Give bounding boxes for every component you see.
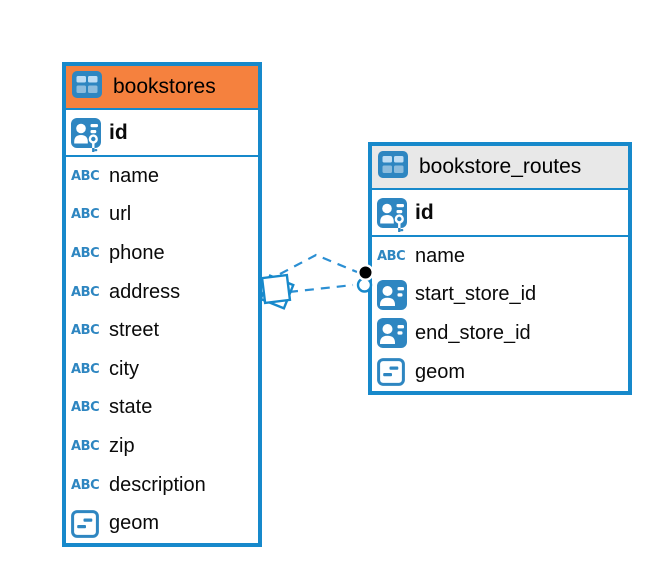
table-header[interactable]: bookstore_routes	[372, 146, 628, 190]
column-row[interactable]: ABC description	[66, 466, 258, 505]
text-icon: ABC	[71, 477, 100, 493]
text-icon: ABC	[71, 478, 109, 493]
primary-key-icon	[377, 197, 407, 232]
column-row[interactable]: start_store_id	[372, 276, 628, 315]
text-icon: ABC	[71, 323, 109, 338]
text-icon: ABC	[71, 284, 100, 300]
reference-icon	[377, 318, 415, 349]
text-icon: ABC	[71, 400, 109, 415]
column-name: end_store_id	[415, 321, 531, 344]
table-title: bookstore_routes	[419, 155, 582, 178]
table-header[interactable]: bookstores	[66, 66, 258, 110]
column-row[interactable]: ABC state	[66, 389, 258, 428]
text-icon: ABC	[71, 362, 109, 377]
geometry-icon	[71, 509, 109, 538]
column-name: address	[109, 280, 181, 303]
column-row[interactable]: ABC zip	[66, 427, 258, 466]
table-icon	[72, 71, 102, 98]
column-row[interactable]: ABC city	[66, 350, 258, 389]
text-icon: ABC	[71, 400, 100, 416]
table-title: bookstores	[113, 75, 216, 98]
column-row[interactable]: geom	[66, 504, 258, 543]
text-icon: ABC	[71, 323, 100, 339]
primary-key-section: id	[66, 110, 258, 157]
columns-section: ABC name ABC url ABC phone ABC address A…	[66, 157, 258, 543]
column-name: name	[415, 244, 466, 267]
column-name: description	[109, 473, 206, 496]
column-name: start_store_id	[415, 283, 537, 306]
geometry-icon	[71, 509, 99, 538]
column-row[interactable]: ABC name	[372, 237, 628, 276]
geometry-icon	[377, 358, 405, 386]
column-row[interactable]: ABC name	[66, 157, 258, 196]
columns-section: ABC name start_store_id end_store_id geo…	[372, 237, 628, 391]
column-row[interactable]: ABC phone	[66, 234, 258, 273]
reference-icon	[377, 318, 407, 349]
column-row[interactable]: id	[66, 110, 258, 155]
text-icon: ABC	[377, 249, 415, 264]
text-icon: ABC	[71, 361, 100, 377]
column-name: phone	[109, 241, 165, 264]
table-icon-slot	[378, 151, 408, 183]
text-icon: ABC	[71, 207, 109, 222]
primary-key-icon	[71, 117, 101, 152]
column-name: city	[109, 357, 139, 380]
column-name: id	[109, 120, 128, 144]
reference-icon	[377, 279, 407, 310]
table-icon-slot	[72, 71, 102, 103]
column-name: street	[109, 319, 160, 342]
column-row[interactable]: ABC address	[66, 273, 258, 312]
text-icon: ABC	[71, 438, 100, 454]
column-row[interactable]: geom	[372, 353, 628, 392]
column-name: name	[109, 164, 160, 187]
text-icon: ABC	[71, 439, 109, 454]
geometry-icon	[377, 358, 415, 386]
column-name: geom	[109, 512, 160, 535]
column-name: url	[109, 203, 132, 226]
text-icon: ABC	[71, 207, 100, 223]
diamond-marker	[260, 273, 292, 305]
relationship-line[interactable]	[288, 283, 354, 294]
column-name: state	[109, 396, 153, 419]
column-row[interactable]: end_store_id	[372, 314, 628, 353]
primary-key-section: id	[372, 190, 628, 237]
primary-key-icon	[377, 193, 415, 233]
text-icon: ABC	[377, 248, 406, 264]
column-row[interactable]: ABC url	[66, 196, 258, 235]
diamond-marker	[259, 274, 295, 310]
column-name: id	[415, 200, 434, 224]
column-name: zip	[109, 434, 135, 457]
column-row[interactable]: ABC street	[66, 311, 258, 350]
reference-icon	[377, 279, 415, 310]
table-icon	[378, 151, 408, 178]
table-card-bookstores[interactable]: bookstores id ABC name ABC url ABC phone…	[62, 62, 262, 547]
text-icon: ABC	[71, 285, 109, 300]
column-row[interactable]: id	[372, 190, 628, 235]
column-name: geom	[415, 360, 466, 383]
primary-key-icon	[71, 113, 109, 153]
table-card-bookstore-routes[interactable]: bookstore_routes id ABC name start_store…	[368, 142, 632, 396]
text-icon: ABC	[71, 168, 100, 184]
text-icon: ABC	[71, 245, 100, 261]
text-icon: ABC	[71, 246, 109, 261]
text-icon: ABC	[71, 169, 109, 184]
relationship-line[interactable]	[279, 253, 358, 275]
